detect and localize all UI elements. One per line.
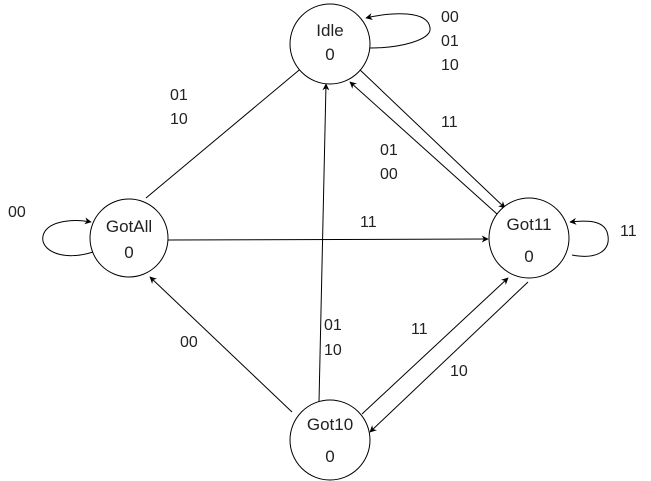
label-got10-got11: 11 bbox=[411, 321, 428, 338]
state-gotall-output: 0 bbox=[124, 243, 133, 262]
label-got10-idle-1: 01 bbox=[324, 317, 342, 334]
label-got11-self: 11 bbox=[620, 223, 637, 240]
edge-got10-to-gotall bbox=[149, 276, 293, 413]
edge-got10-to-idle bbox=[318, 83, 330, 403]
state-gotall[interactable]: GotAll 0 bbox=[89, 198, 169, 278]
edge-gotall-to-idle bbox=[145, 65, 305, 199]
edge-got11-self bbox=[569, 217, 609, 257]
label-idle-self-2: 01 bbox=[441, 33, 459, 50]
label-gotall-idle-1: 01 bbox=[170, 87, 188, 104]
label-gotall-self: 00 bbox=[8, 204, 26, 221]
edge-gotall-to-got11 bbox=[167, 235, 489, 243]
state-got10[interactable]: Got10 0 bbox=[289, 399, 371, 481]
state-idle-output: 0 bbox=[325, 45, 334, 64]
edge-got10-to-got11 bbox=[361, 277, 509, 415]
edge-idle-to-got11 bbox=[357, 67, 506, 209]
state-got11-output: 0 bbox=[524, 247, 533, 266]
label-gotall-got11: 11 bbox=[360, 214, 377, 231]
edge-got11-to-idle bbox=[349, 81, 498, 215]
label-got10-gotall: 00 bbox=[180, 334, 198, 351]
state-gotall-name: GotAll bbox=[106, 217, 152, 236]
state-got10-name: Got10 bbox=[307, 415, 353, 434]
edge-idle-self bbox=[365, 13, 431, 49]
label-idle-self-3: 10 bbox=[441, 57, 459, 74]
edge-gotall-self bbox=[42, 217, 94, 257]
state-idle-name: Idle bbox=[316, 21, 343, 40]
state-got11[interactable]: Got11 0 bbox=[488, 197, 570, 279]
state-got11-name: Got11 bbox=[506, 215, 551, 234]
state-got10-output: 0 bbox=[325, 447, 334, 466]
state-idle[interactable]: Idle 0 bbox=[289, 3, 371, 85]
label-got11-got10: 10 bbox=[450, 363, 468, 380]
label-got11-idle-2: 00 bbox=[380, 166, 398, 183]
label-gotall-idle-2: 10 bbox=[170, 111, 188, 128]
label-idle-got11: 11 bbox=[441, 114, 458, 131]
label-idle-self-1: 00 bbox=[441, 9, 459, 26]
edge-got11-to-got10 bbox=[369, 281, 529, 433]
label-got11-idle-1: 01 bbox=[380, 142, 398, 159]
label-got10-idle-2: 10 bbox=[324, 342, 342, 359]
